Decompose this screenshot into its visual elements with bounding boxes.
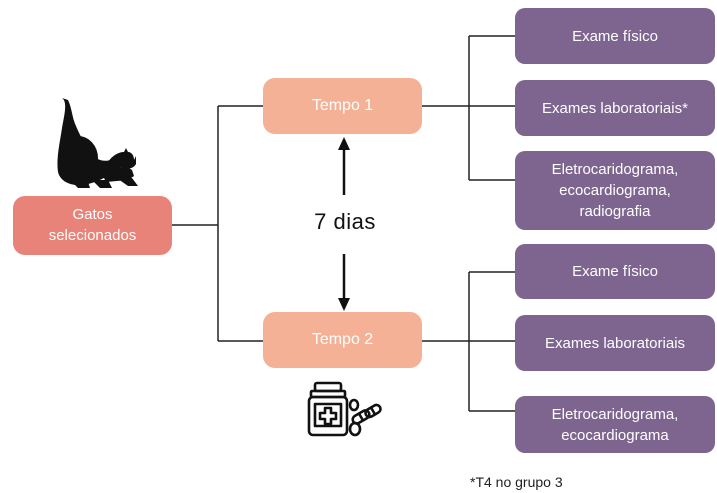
arrow-down-head xyxy=(338,298,350,311)
tempo-2-node: Tempo 2 xyxy=(263,312,422,368)
start-node-label: Gatos selecionados xyxy=(48,206,137,244)
exam-label: Eletrocaridograma, ecocardiograma, radio… xyxy=(551,161,679,220)
cat-icon xyxy=(57,98,138,188)
tempo1-exam-exame-fisico: Exame físico xyxy=(515,8,715,64)
tempo2-exam-exames-laboratoriais: Exames laboratoriais xyxy=(515,315,715,371)
exam-label: Exame físico xyxy=(572,263,658,280)
arrow-up-head xyxy=(338,137,350,150)
footnote: *T4 no grupo 3 xyxy=(470,474,563,490)
tempo1-exam-eletro-eco-radiografia: Eletrocaridograma, ecocardiograma, radio… xyxy=(515,151,715,230)
exam-label: Exames laboratoriais xyxy=(544,334,686,352)
exam-label: Exames laboratoriais* xyxy=(542,99,688,117)
medicine-bottle-icon xyxy=(307,381,382,437)
exam-label: Exame físico xyxy=(572,27,658,45)
start-node-gatos-selecionados: Gatos selecionados xyxy=(13,196,172,255)
tempo-1-node: Tempo 1 xyxy=(263,78,422,134)
exam-label: Eletrocaridograma, ecocardiograma xyxy=(551,405,679,444)
tempo2-exam-eletro-eco: Eletrocaridograma, ecocardiograma xyxy=(515,396,715,453)
tempo-2-label: Tempo 2 xyxy=(311,331,374,348)
tempo2-exam-exame-fisico: Exame físico xyxy=(515,244,715,299)
interval-label: 7 dias xyxy=(314,209,376,234)
tempo-1-label: Tempo 1 xyxy=(311,97,374,114)
tempo1-exam-exames-laboratoriais: Exames laboratoriais* xyxy=(515,80,715,136)
